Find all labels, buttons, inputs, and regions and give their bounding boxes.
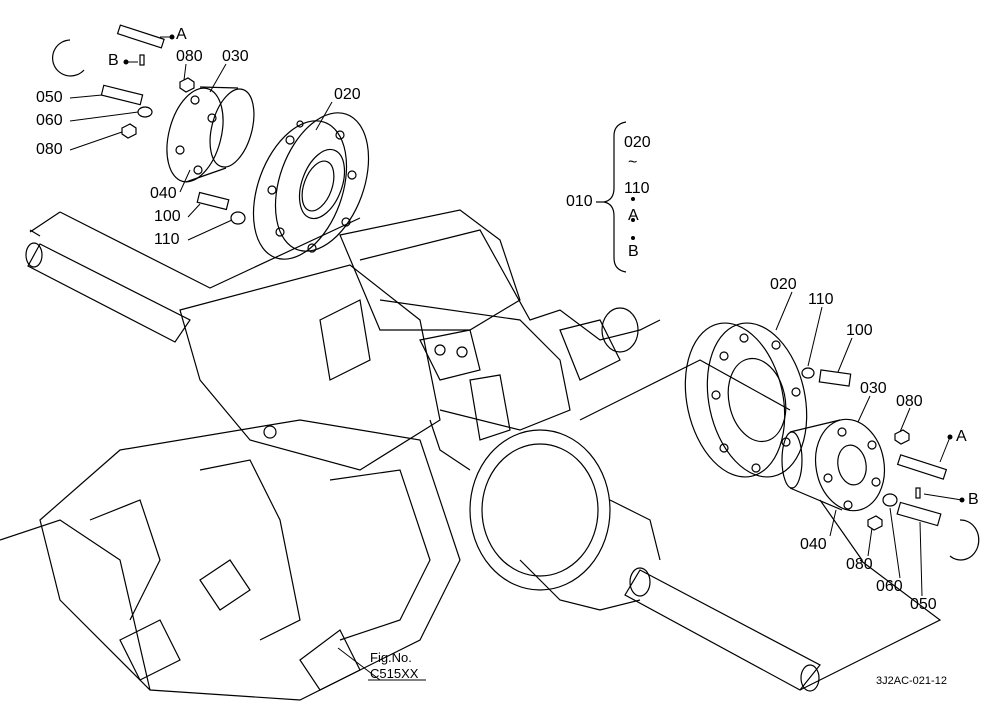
- left-label-020: 020: [334, 86, 361, 103]
- left-label-050: 050: [36, 89, 63, 106]
- right-label-060: 060: [876, 578, 903, 595]
- left-label-060: 060: [36, 112, 63, 129]
- left-label-100: 100: [154, 208, 181, 225]
- drawing-code-label: 3J2AC-021-12: [876, 675, 947, 687]
- group-label-tilde: ~: [628, 154, 638, 171]
- right-hub-030: [781, 418, 886, 512]
- group-label-b: B: [628, 243, 639, 260]
- right-flange-020: [684, 322, 808, 478]
- fig-no-label: Fig.No.: [370, 650, 412, 665]
- right-label-080-bot: 080: [846, 556, 873, 573]
- left-small-parts: [52, 24, 246, 225]
- right-axle-shaft: [624, 567, 821, 692]
- left-label-080-mid: 080: [36, 141, 63, 158]
- right-label-080-top: 080: [896, 393, 923, 410]
- right-label-b: B: [968, 491, 979, 508]
- group-label-a: A: [628, 207, 639, 224]
- group-label-010: 010: [566, 193, 593, 210]
- group-label-110: 110: [624, 180, 650, 197]
- left-label-110: 110: [154, 231, 180, 248]
- reference-dots: [123, 34, 965, 503]
- left-hub-030: [166, 86, 255, 183]
- leader-lines: [69, 36, 963, 681]
- right-label-100: 100: [846, 322, 873, 339]
- group-label-020: 020: [624, 134, 651, 151]
- fig-code-label: C515XX: [370, 666, 419, 681]
- transmission-housing: [0, 209, 661, 701]
- right-label-030: 030: [860, 380, 887, 397]
- right-small-parts: [801, 367, 980, 561]
- left-label-080-top: 080: [176, 48, 203, 65]
- right-label-110: 110: [808, 291, 834, 308]
- left-flange-020: [252, 112, 370, 260]
- left-label-b: B: [108, 52, 119, 69]
- left-explode-frame: [59, 211, 361, 289]
- right-label-a: A: [956, 428, 967, 445]
- right-label-050: 050: [910, 596, 937, 613]
- right-label-020: 020: [770, 276, 797, 293]
- left-label-a: A: [176, 26, 187, 43]
- left-label-030: 030: [222, 48, 249, 65]
- left-label-040: 040: [150, 185, 177, 202]
- group-bracket: [596, 121, 627, 273]
- right-explode-frame: [579, 359, 791, 421]
- right-label-040: 040: [800, 536, 827, 553]
